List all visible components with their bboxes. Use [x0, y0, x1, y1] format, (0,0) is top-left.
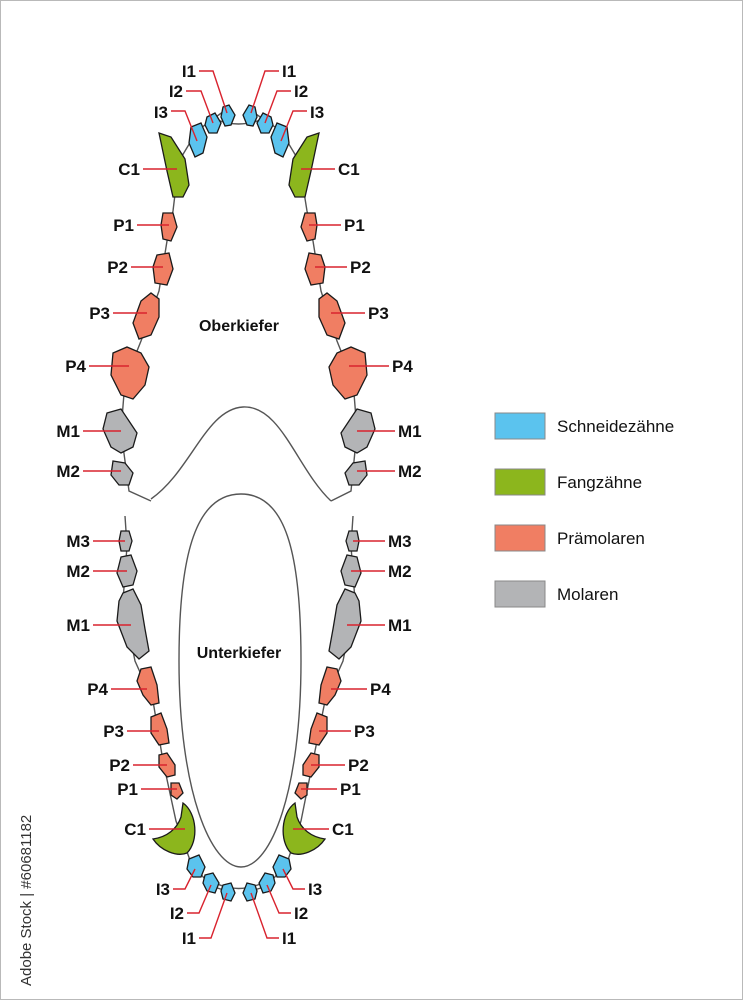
label-lower-i2-right: I2 — [294, 904, 308, 923]
legend-label-premolars: Prämolaren — [557, 529, 645, 548]
tooth-lower-i3-right — [273, 855, 291, 877]
legend-label-incisors: Schneidezähne — [557, 417, 674, 436]
tooth-upper-m2-right — [345, 461, 367, 485]
tooth-upper-i1-right — [243, 105, 257, 126]
tooth-upper-i1-left — [221, 105, 235, 126]
label-upper-c1-right: C1 — [338, 160, 360, 179]
label-lower-p3-left: P3 — [103, 722, 124, 741]
label-lower-i1-right: I1 — [282, 929, 296, 948]
upper-teeth — [103, 105, 375, 485]
label-lower-m1-right: M1 — [388, 616, 412, 635]
label-upper-i1-right: I1 — [282, 62, 296, 81]
tooth-lower-p4-left — [137, 667, 159, 705]
tooth-upper-p1-left — [161, 213, 177, 241]
tooth-lower-p3-left — [151, 713, 169, 745]
tongue-outline — [179, 494, 301, 867]
label-lower-p3-right: P3 — [354, 722, 375, 741]
label-upper-i3-left: I3 — [154, 103, 168, 122]
label-upper-p1-right: P1 — [344, 216, 365, 235]
label-upper-i2-right: I2 — [294, 82, 308, 101]
tooth-lower-i1-left — [221, 883, 235, 901]
legend-swatch-premolars — [495, 525, 545, 551]
label-lower-p2-right: P2 — [348, 756, 369, 775]
tooth-upper-m2-left — [111, 461, 133, 485]
label-upper-m2-right: M2 — [398, 462, 422, 481]
leader-lower-i1-left — [199, 893, 227, 938]
tooth-lower-m1-left — [117, 589, 149, 659]
legend-swatch-canines — [495, 469, 545, 495]
tooth-upper-p4-right — [329, 347, 367, 399]
tooth-upper-p3-right — [319, 293, 345, 339]
label-upper-p3-left: P3 — [89, 304, 110, 323]
label-upper-i3-right: I3 — [310, 103, 324, 122]
label-upper-c1-left: C1 — [118, 160, 140, 179]
tooth-upper-p2-right — [305, 253, 325, 285]
label-lower-p4-left: P4 — [87, 680, 108, 699]
incisor-gum-lower — [211, 881, 267, 889]
label-lower-m3-left: M3 — [66, 532, 90, 551]
tooth-lower-i1-right — [243, 883, 257, 901]
stock-watermark: Adobe Stock | #60681182 — [18, 815, 35, 986]
tooth-lower-i3-left — [187, 855, 205, 877]
label-upper-p2-right: P2 — [350, 258, 371, 277]
label-upper-p3-right: P3 — [368, 304, 389, 323]
leader-lines — [83, 71, 395, 938]
label-lower-p2-left: P2 — [109, 756, 130, 775]
label-lower-p4-right: P4 — [370, 680, 391, 699]
legend-label-molars: Molaren — [557, 585, 618, 604]
upper-jaw-label: Oberkiefer — [199, 318, 279, 335]
label-upper-m1-right: M1 — [398, 422, 422, 441]
label-upper-p2-left: P2 — [107, 258, 128, 277]
label-upper-i2-left: I2 — [169, 82, 183, 101]
label-lower-m1-left: M1 — [66, 616, 90, 635]
tooth-lower-p1-right — [295, 783, 307, 799]
label-lower-i3-left: I3 — [156, 880, 170, 899]
tooth-upper-c1-right — [289, 133, 319, 197]
label-upper-p4-left: P4 — [65, 357, 86, 376]
label-lower-c1-left: C1 — [124, 820, 146, 839]
tooth-upper-p3-left — [133, 293, 159, 339]
tooth-lower-m1-right — [329, 589, 361, 659]
lower-jaw-label: Unterkiefer — [197, 645, 281, 662]
label-lower-p1-left: P1 — [117, 780, 138, 799]
label-upper-m1-left: M1 — [56, 422, 80, 441]
legend-swatch-incisors — [495, 413, 545, 439]
palate-arch — [151, 407, 331, 501]
legend-swatch-molars — [495, 581, 545, 607]
tooth-lower-p4-right — [319, 667, 341, 705]
label-lower-i2-left: I2 — [170, 904, 184, 923]
tooth-upper-p4-left — [111, 347, 149, 399]
jaw-outlines — [121, 109, 357, 891]
label-lower-i1-left: I1 — [182, 929, 196, 948]
tooth-upper-p2-left — [153, 253, 173, 285]
label-upper-p1-left: P1 — [113, 216, 134, 235]
tooth-lower-i2-right — [259, 873, 275, 893]
label-lower-i3-right: I3 — [308, 880, 322, 899]
tooth-lower-p3-right — [309, 713, 327, 745]
lower-teeth — [117, 531, 361, 901]
leader-lower-i1-right — [251, 893, 279, 938]
tooth-upper-c1-left — [159, 133, 189, 197]
tooth-lower-i2-left — [203, 873, 219, 893]
label-lower-p1-right: P1 — [340, 780, 361, 799]
label-lower-c1-right: C1 — [332, 820, 354, 839]
label-lower-m3-right: M3 — [388, 532, 412, 551]
tooth-upper-p1-right — [301, 213, 317, 241]
label-upper-p4-right: P4 — [392, 357, 413, 376]
label-upper-i1-left: I1 — [182, 62, 196, 81]
tooth-lower-p1-left — [171, 783, 183, 799]
legend: Schneidezähne Fangzähne Prämolaren Molar… — [495, 413, 674, 607]
label-upper-m2-left: M2 — [56, 462, 80, 481]
legend-label-canines: Fangzähne — [557, 473, 642, 492]
label-lower-m2-right: M2 — [388, 562, 412, 581]
label-lower-m2-left: M2 — [66, 562, 90, 581]
tooth-labels: I1 I2 I3 C1 P1 P2 P3 P4 M1 M2 I1 I2 I3 C… — [56, 62, 421, 948]
